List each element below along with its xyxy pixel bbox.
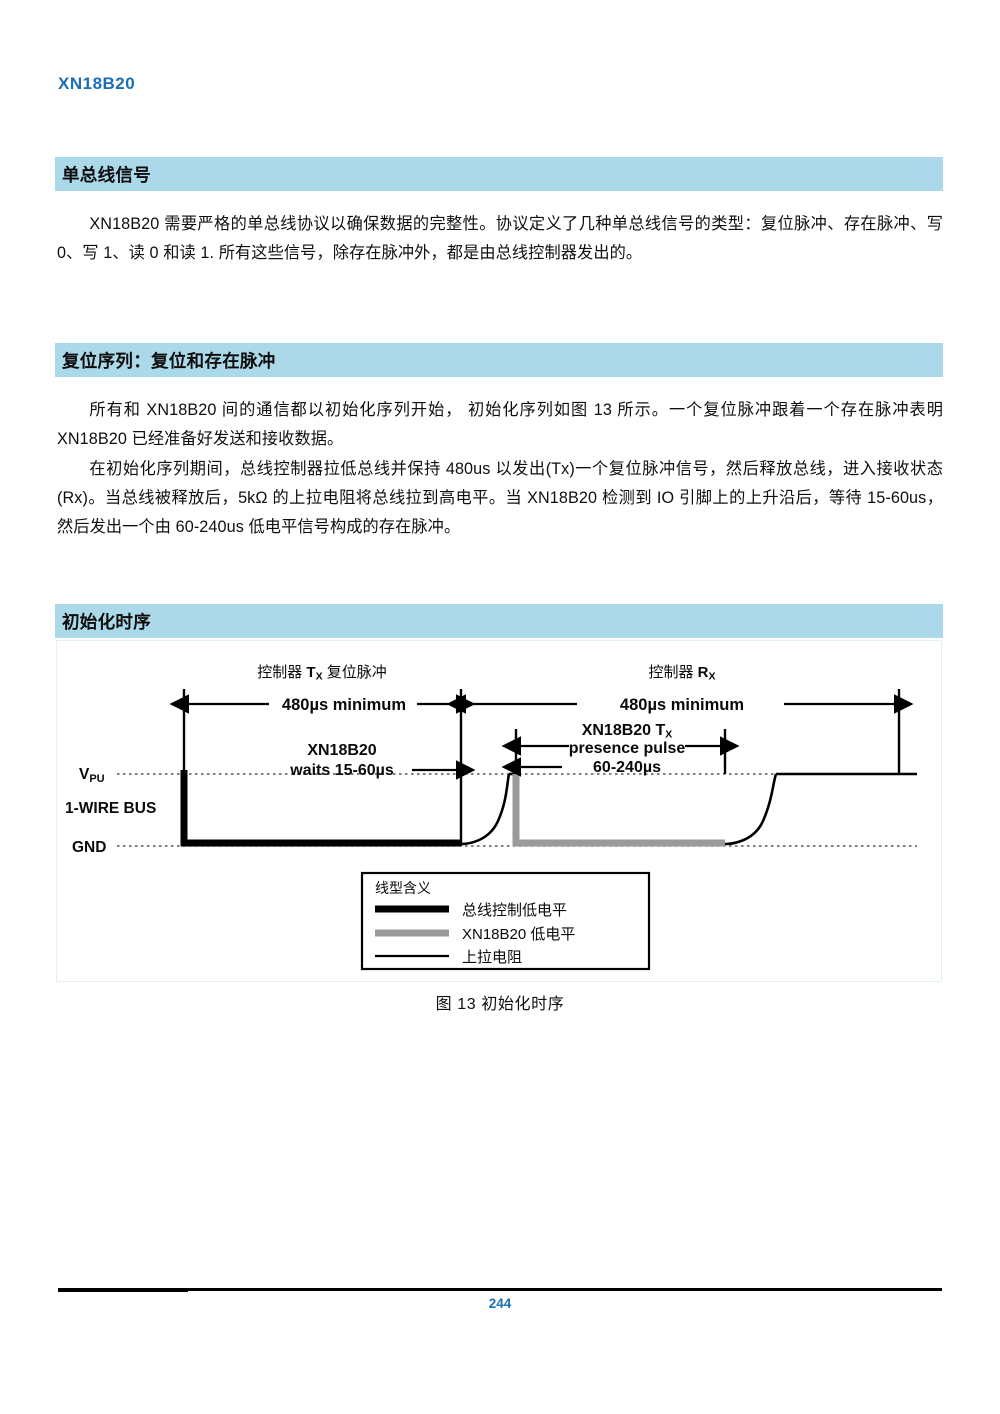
annotation-slave-wait-line1: XN18B20 <box>307 742 376 759</box>
annotation-reset-duration: 480µs minimum <box>282 696 406 714</box>
initialization-timing-figure: VPU 1-WIRE BUS GND <box>56 640 942 982</box>
pullup-rise-curve-2 <box>724 773 778 846</box>
page-number: 244 <box>488 1296 512 1311</box>
legend-label-master-low: 总线控制低电平 <box>462 902 567 919</box>
section-heading-text: 单总线信号 <box>62 164 151 185</box>
legend-label-pullup: 上拉电阻 <box>462 949 522 966</box>
legend-label-slave-low: XN18B20 低电平 <box>462 926 575 943</box>
annotation-presence-line2: presence pulse <box>569 740 686 757</box>
section-heading-band-single-bus-signal: 单总线信号 <box>55 157 943 191</box>
section-heading-band-reset-sequence: 复位序列：复位和存在脉冲 <box>55 343 943 377</box>
section-heading-band-initialization-timing: 初始化时序 <box>55 604 943 638</box>
document-part-number: XN18B20 <box>58 74 136 93</box>
axis-label-vpu: VPU <box>79 766 105 785</box>
annotation-master-rx-title: 控制器 RX <box>648 664 715 683</box>
annotation-presence-line3: 60-240µs <box>593 759 661 776</box>
paragraph-initialization-detail: 在初始化序列期间，总线控制器拉低总线并保持 480us 以发出(Tx)一个复位脉… <box>57 460 943 536</box>
legend-title: 线型含义 <box>375 880 431 896</box>
paragraph-single-bus-signal: XN18B20 需要严格的单总线协议以确保数据的完整性。协议定义了几种单总线信号… <box>57 215 943 262</box>
footer-divider <box>58 1288 942 1292</box>
figure-caption: 图 13 初始化时序 <box>435 996 565 1013</box>
legend-box <box>360 871 651 971</box>
section-heading-text: 复位序列：复位和存在脉冲 <box>62 350 276 371</box>
axis-label-1wire-bus: 1-WIRE BUS <box>65 800 156 817</box>
axis-label-gnd: GND <box>72 839 106 856</box>
annotation-master-tx-title: 控制器 TX 复位脉冲 <box>257 663 387 683</box>
annotation-slave-wait-line2: waits 15-60µs <box>289 762 394 779</box>
annotation-presence-line1: XN18B20 TX <box>582 722 673 741</box>
timing-diagram-svg: VPU 1-WIRE BUS GND <box>65 663 917 971</box>
section-heading-text: 初始化时序 <box>62 611 151 632</box>
pullup-rise-curve-1 <box>460 773 511 846</box>
paragraph-initialization-intro: 所有和 XN18B20 间的通信都以初始化序列开始， 初始化序列如图 13 所示… <box>57 401 943 448</box>
annotation-rx-duration: 480µs minimum <box>620 696 744 714</box>
